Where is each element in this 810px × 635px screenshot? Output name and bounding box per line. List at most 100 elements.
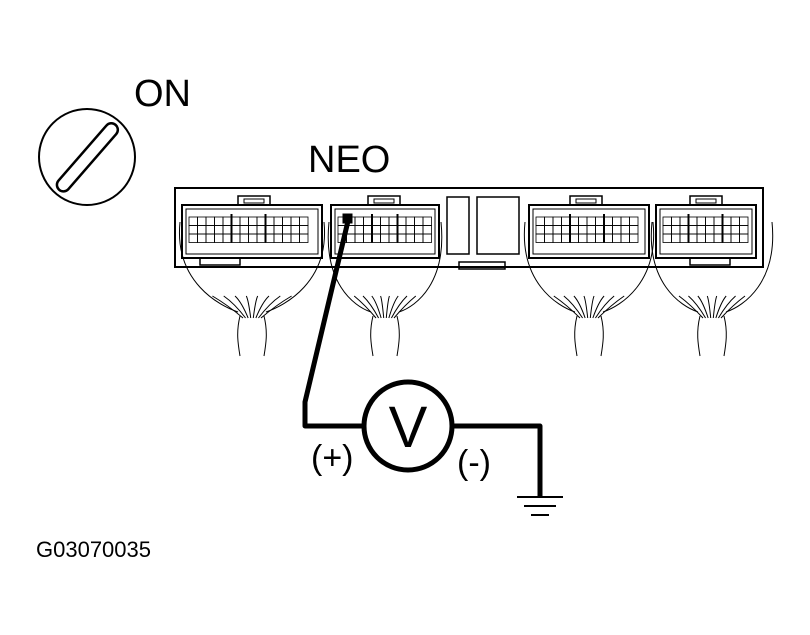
connector-pin [671,216,681,226]
connector-pin [603,233,613,243]
connector-latch [569,195,603,206]
ecu-connector-4 [655,195,757,266]
connector-pin [346,233,356,243]
connector-pin [629,225,639,235]
connector-pin [256,216,266,226]
connector-pin [620,225,630,235]
connector-pin [671,225,681,235]
connector-pin [248,233,258,243]
connector-pin [595,233,605,243]
connector-latch-slot [373,198,395,204]
connector-pin [354,216,364,226]
connector-pin [239,216,249,226]
connector-pin [363,225,373,235]
connector-pin [273,216,283,226]
connector-pin [282,225,292,235]
harness-tail [237,315,267,357]
connector-pin [363,233,373,243]
harness-wire [712,295,718,319]
connector-pin [552,225,562,235]
connector-pin [688,216,698,226]
connector-pin [414,216,424,226]
connector-inner-frame [659,208,753,255]
connector-pin [688,233,698,243]
wire-harnesses [179,221,774,357]
harness-wire [362,295,380,319]
connector-pin [222,233,232,243]
voltmeter-icon [361,379,455,473]
connector-pin [722,216,732,226]
connector-pin [679,216,689,226]
connector-pin [544,216,554,226]
harness-wire [589,295,595,319]
connector-pin [739,233,749,243]
wire-harness-bundle [523,221,655,357]
harness-wire [393,295,417,319]
connector-pin [595,225,605,235]
harness-wire [717,295,736,319]
connector-pin [696,216,706,226]
connector-pin [713,216,723,226]
connector-pin [705,225,715,235]
harness-wire [573,295,586,319]
connector-pin [730,216,740,226]
connector-pin [188,216,198,226]
connector-pin [612,225,622,235]
ignition-switch-icon [38,108,136,206]
connector-pin [422,216,432,226]
ecu-connector-3 [528,195,650,259]
connector-pin [405,216,415,226]
connector-pin [586,233,596,243]
positive-lead-wire [302,220,363,429]
connector-pin [730,225,740,235]
connector-pin [578,233,588,243]
connector-pin [248,225,258,235]
harness-wire [583,295,589,319]
connector-pin [679,225,689,235]
connector-pin [273,225,283,235]
harness-wire [553,295,581,319]
connector-pin [265,216,275,226]
connector-pin [363,216,373,226]
harness-wire [234,295,249,319]
connector-pin [380,233,390,243]
connector-pin [282,233,292,243]
connector-pin [273,233,283,243]
connector-pin [679,233,689,243]
connector-pin [569,216,579,226]
connector-foot [199,257,241,266]
connector-pin [696,225,706,235]
connector-pin [205,216,215,226]
connector-pin [380,225,390,235]
connector-pin [222,225,232,235]
ecu-connector-2 [330,195,440,259]
connector-pin [620,216,630,226]
connector-pin [422,225,432,235]
connector-pin [569,225,579,235]
connector-pin [397,233,407,243]
connector-housing [655,204,757,259]
connector-pin [422,233,432,243]
harness-wire [260,295,292,319]
connector-pin [705,216,715,226]
voltmeter-symbol: V [389,395,428,460]
connector-pin [696,233,706,243]
ecu-bottom-tab [458,261,506,270]
connector-pin [299,225,309,235]
connector-pin [405,225,415,235]
harness-wire [255,295,270,319]
connector-pin [205,233,215,243]
ecu-blank-block-right [476,196,520,255]
harness-wire [258,295,281,319]
connector-latch [689,195,723,206]
harness-wire [380,295,385,319]
harness-tail [370,315,400,357]
connector-pin [405,233,415,243]
connector-pin [561,216,571,226]
connector-pin [397,225,407,235]
connector-pin [231,225,241,235]
connector-pin [265,225,275,235]
harness-tail [574,315,604,357]
harness-wire [592,295,605,319]
